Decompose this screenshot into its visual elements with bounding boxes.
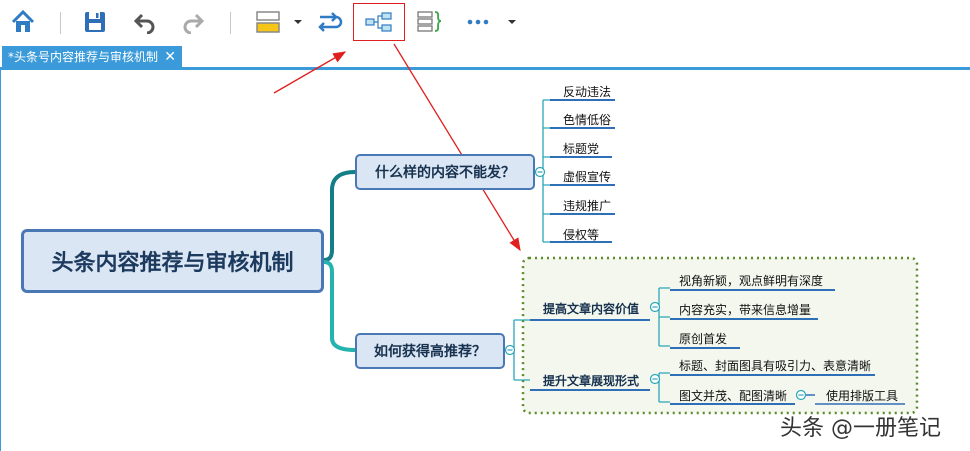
- branch-topic[interactable]: 如何获得高推荐？: [355, 333, 505, 369]
- branch-topic[interactable]: 什么样的内容不能发？: [355, 154, 535, 190]
- sub2-child-underline: [806, 394, 905, 405]
- chevron-down-icon[interactable]: [504, 6, 520, 38]
- toolbar-separator: [230, 12, 231, 34]
- leaf-topic[interactable]: 虚假宣传: [563, 170, 612, 184]
- leaf-topic[interactable]: 视角新颖，观点鲜明有深度: [679, 274, 824, 288]
- subtopic[interactable]: 提高文章内容价值: [543, 302, 640, 316]
- relationship-icon[interactable]: [314, 6, 346, 38]
- leaf-topic[interactable]: 原创首发: [679, 332, 728, 346]
- leaf-topic[interactable]: 内容充实，带来信息增量: [679, 303, 812, 317]
- leaf-topic[interactable]: 侵权等: [563, 228, 600, 242]
- insert-topic-icon[interactable]: [252, 6, 284, 38]
- leaf-topic[interactable]: 违规推广: [563, 199, 612, 213]
- sub-underlines: [530, 319, 650, 391]
- home-icon[interactable]: [8, 6, 38, 38]
- undo-icon[interactable]: [130, 6, 160, 38]
- central-branch1-connector: [323, 170, 356, 262]
- branch1-leaf-underlines: [550, 99, 615, 243]
- toolbar: [0, 0, 970, 44]
- sub1-leaf-underlines: [670, 289, 835, 349]
- sub2-leaf-underlines: [670, 374, 875, 405]
- annotation-arrow: [273, 51, 347, 94]
- save-icon[interactable]: [80, 6, 110, 38]
- leaf-topic[interactable]: 色情低俗: [563, 113, 612, 127]
- tab-underline: [0, 67, 970, 70]
- more-icon[interactable]: [462, 6, 494, 38]
- layout-map-icon[interactable]: [353, 3, 405, 41]
- document-tab[interactable]: *头条号内容推荐与审核机制 ✕: [2, 46, 182, 68]
- chevron-down-icon[interactable]: [290, 6, 306, 38]
- close-icon[interactable]: ✕: [164, 49, 176, 65]
- annotation-arrow: [393, 43, 521, 252]
- central-topic[interactable]: 头条内容推荐与审核机制: [21, 229, 324, 293]
- subtopic[interactable]: 提升文章展现形式: [543, 374, 640, 388]
- toolbar-separator: [60, 12, 61, 34]
- leaf-topic[interactable]: 标题、封面图具有吸引力、表意清晰: [679, 359, 872, 373]
- tab-title: *头条号内容推荐与审核机制: [8, 50, 159, 64]
- watermark: 头条 @一册笔记: [780, 416, 941, 441]
- leaf-topic[interactable]: 标题党: [563, 142, 600, 156]
- boundary-icon[interactable]: [412, 6, 444, 38]
- central-branch2-connector: [323, 260, 356, 352]
- leaf-topic[interactable]: 反动违法: [563, 85, 612, 99]
- leaf-topic[interactable]: 使用排版工具: [826, 389, 899, 403]
- redo-icon[interactable]: [178, 6, 208, 38]
- leaf-topic[interactable]: 图文并茂、配图清晰: [679, 389, 788, 403]
